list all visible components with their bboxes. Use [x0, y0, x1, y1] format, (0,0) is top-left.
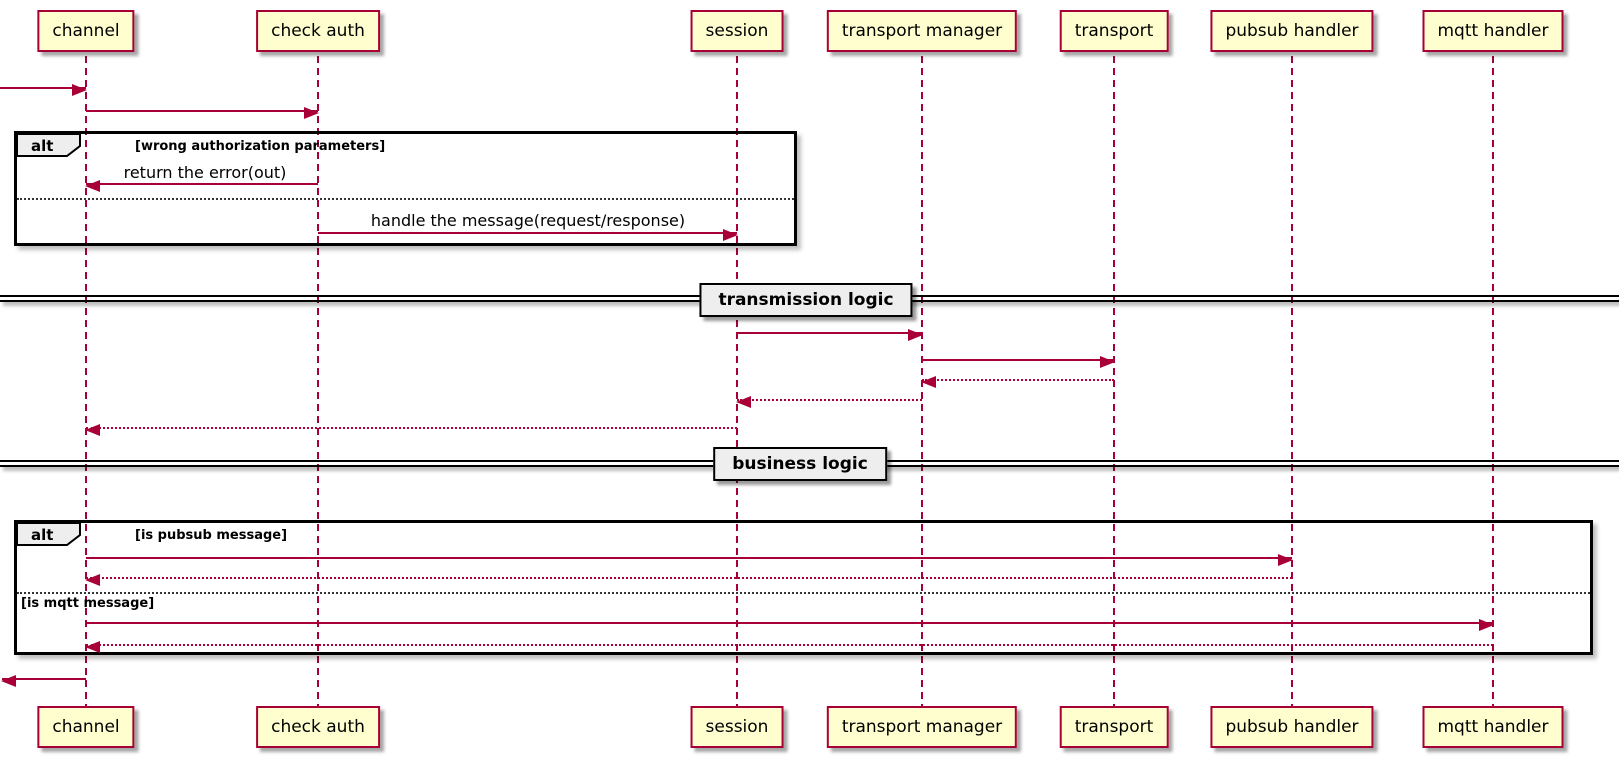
- lifeline-check-auth: [317, 56, 319, 706]
- participant-top-transport: transport: [1059, 10, 1169, 52]
- arrowhead-left-icon: [736, 396, 751, 408]
- message-arrow-session-return: [85, 424, 737, 436]
- arrowhead-left-icon: [85, 641, 100, 653]
- arrowhead-right-icon: [72, 84, 87, 96]
- participant-bottom-mqtt-handler: mqtt handler: [1422, 706, 1564, 748]
- message-arrow-channel-out: [1, 675, 86, 687]
- participant-top-pubsub-handler: pubsub handler: [1210, 10, 1374, 52]
- message-arrow-channel-check-auth: [86, 107, 319, 119]
- alt-fragment-auth: alt [wrong authorization parameters]: [14, 131, 797, 246]
- arrowhead-left-icon: [921, 376, 936, 388]
- lifeline-mqtt-handler: [1492, 56, 1494, 706]
- participant-top-channel: channel: [37, 10, 135, 52]
- lifeline-channel: [85, 56, 87, 706]
- message-arrow-pubsub-return: [85, 574, 1292, 586]
- message-arrow-handle-message: [318, 229, 738, 241]
- alt-else-separator: [17, 198, 794, 200]
- arrowhead-right-icon: [723, 229, 738, 241]
- divider-label-business-logic: business logic: [713, 447, 887, 481]
- alt-keyword-label: alt: [31, 137, 53, 155]
- message-arrow-channel-mqtt: [86, 619, 1494, 631]
- lifeline-pubsub-handler: [1291, 56, 1293, 706]
- alt-condition-is-mqtt: [is mqtt message]: [21, 596, 155, 611]
- arrowhead-left-icon: [85, 574, 100, 586]
- participant-top-session: session: [690, 10, 784, 52]
- lifeline-session: [736, 56, 738, 706]
- participant-top-check-auth: check auth: [256, 10, 380, 52]
- alt-keyword-label: alt: [31, 526, 53, 544]
- arrowhead-left-icon: [85, 424, 100, 436]
- arrowhead-right-icon: [304, 107, 319, 119]
- alt-keyword-badge: alt: [16, 522, 81, 546]
- alt-condition-wrong-auth: [wrong authorization parameters]: [135, 139, 386, 154]
- participant-bottom-check-auth: check auth: [256, 706, 380, 748]
- participant-top-transport-manager: transport manager: [826, 10, 1018, 52]
- arrowhead-left-icon: [85, 180, 100, 192]
- message-label-handle-message: handle the message(request/response): [370, 211, 686, 230]
- lifeline-transport: [1113, 56, 1115, 706]
- arrowhead-left-icon: [1, 675, 16, 687]
- message-arrow-channel-pubsub: [86, 554, 1293, 566]
- participant-bottom-pubsub-handler: pubsub handler: [1210, 706, 1374, 748]
- alt-else-separator: [17, 592, 1590, 594]
- divider-label-transmission-logic: transmission logic: [699, 283, 913, 317]
- arrowhead-right-icon: [1479, 619, 1494, 631]
- participant-bottom-transport-manager: transport manager: [826, 706, 1018, 748]
- message-arrow-transport-manager-return: [736, 396, 922, 408]
- arrowhead-right-icon: [908, 329, 923, 341]
- alt-keyword-pentagon: [16, 133, 81, 157]
- alt-keyword-pentagon: [16, 522, 81, 546]
- alt-fragment-routing: alt [is pubsub message] [is mqtt message…: [14, 520, 1593, 655]
- arrowhead-right-icon: [1100, 356, 1115, 368]
- participant-bottom-channel: channel: [37, 706, 135, 748]
- alt-keyword-badge: alt: [16, 133, 81, 157]
- arrowhead-right-icon: [1278, 554, 1293, 566]
- message-arrow-transport-manager-transport: [922, 356, 1115, 368]
- message-arrow-mqtt-return: [85, 641, 1493, 653]
- participant-top-mqtt-handler: mqtt handler: [1422, 10, 1564, 52]
- participant-bottom-transport: transport: [1059, 706, 1169, 748]
- message-arrow-transport-return: [921, 376, 1114, 388]
- message-arrow-session-transport-manager: [737, 329, 923, 341]
- participant-bottom-session: session: [690, 706, 784, 748]
- alt-condition-is-pubsub: [is pubsub message]: [135, 528, 288, 543]
- message-arrow-in-channel: [0, 84, 87, 96]
- message-arrow-return-error: [85, 180, 318, 192]
- message-label-return-error: return the error(out): [123, 163, 287, 182]
